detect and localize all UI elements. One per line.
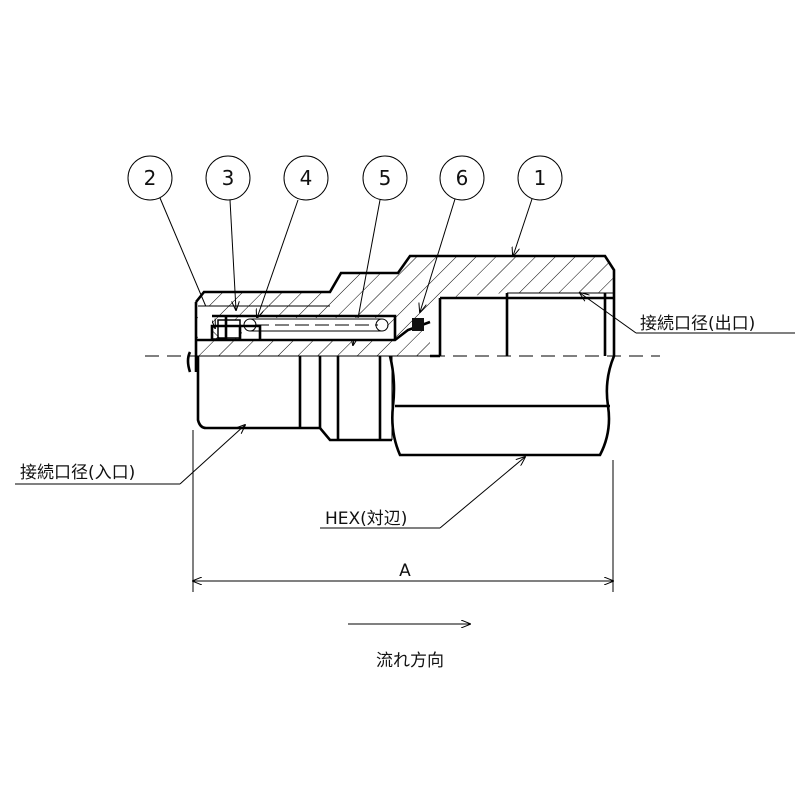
balloon-1: 1 <box>517 155 563 201</box>
dimension-a: A <box>193 430 613 592</box>
flow-direction: 流れ方向 <box>348 624 470 671</box>
inlet-size-label: 接続口径(入口) <box>20 463 135 483</box>
balloon-number: 6 <box>456 166 469 190</box>
part-balloons: 2 3 4 5 6 1 <box>127 155 563 201</box>
balloon-number: 3 <box>222 166 235 190</box>
upper-section <box>194 254 616 358</box>
balloon-number: 5 <box>379 166 392 190</box>
balloon-3: 3 <box>205 155 251 201</box>
lower-outside-view <box>186 351 616 457</box>
hex-label: HEX(対辺) <box>325 509 407 529</box>
balloon-5: 5 <box>362 155 408 201</box>
balloon-6: 6 <box>439 155 485 201</box>
spring <box>243 318 389 332</box>
outlet-size-label: 接続口径(出口) <box>640 314 755 334</box>
hex-callout: HEX(対辺) <box>320 457 525 529</box>
o-ring <box>412 318 424 331</box>
outlet-size-callout: 接続口径(出口) <box>580 293 795 334</box>
inlet-size-callout: 接続口径(入口) <box>15 425 245 485</box>
balloon-number: 1 <box>534 166 547 190</box>
flow-direction-label: 流れ方向 <box>376 651 444 671</box>
balloon-number: 2 <box>144 166 157 190</box>
dimension-a-label: A <box>399 561 411 581</box>
balloon-4: 4 <box>283 155 329 201</box>
balloon-2: 2 <box>127 155 173 201</box>
balloon-number: 4 <box>300 166 313 190</box>
